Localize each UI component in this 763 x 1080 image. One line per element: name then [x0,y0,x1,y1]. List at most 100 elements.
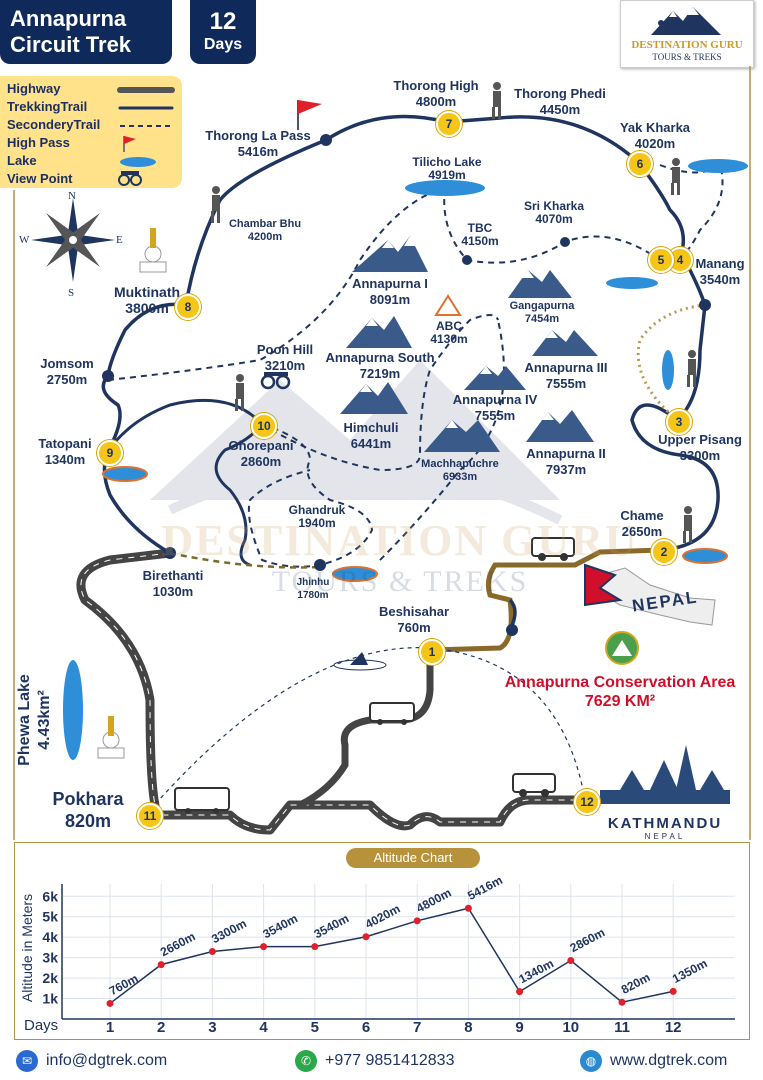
y-tick-label: 6k [42,888,58,904]
footer-website[interactable]: ◍ www.dgtrek.com [580,1050,727,1072]
watermark-mountain-icon [150,360,563,525]
altitude-point [669,987,677,995]
gangapurna-peak-icon [508,270,572,298]
lake-icon [606,277,658,289]
day-badge-12: 12 [574,789,600,815]
x-tick-label: 1 [106,1019,114,1036]
day-badge-11: 11 [137,803,163,829]
x-tick-label: 11 [614,1019,630,1036]
altitude-data-label: 2860m [568,925,608,955]
highway-beshisahar [298,650,434,809]
x-tick-label: 12 [665,1019,682,1036]
footer-phone[interactable]: ✆ +977 9851412833 [295,1050,454,1072]
footer-email[interactable]: ✉ info@dgtrek.com [16,1050,167,1072]
compass-rose-icon [31,198,115,282]
y-tick-label: 2k [42,970,58,986]
x-tick-label: 5 [311,1019,319,1036]
annapurna-south-peak-icon [346,316,412,348]
x-tick-label: 2 [157,1019,165,1036]
binoculars-icon [118,171,142,186]
altitude-point [618,998,626,1006]
legend-icons [117,87,175,186]
title-line-1: Annapurna [10,6,127,31]
altitude-data-label: 760m [107,971,141,998]
day-badge-3: 3 [666,409,692,435]
brand-mountain-icon [651,7,721,35]
trek-map [13,66,751,840]
hiker-icon [683,506,692,543]
compass-west: W [19,234,30,246]
legend-label-trekking: TrekkingTrail [7,99,88,114]
jeep-road [429,547,663,653]
altitude-point [516,988,524,996]
chart-title-pill: Altitude Chart [346,848,480,868]
day-badge-1: 1 [419,639,445,665]
altitude-data-label: 2660m [158,929,198,959]
chart-title: Altitude Chart [373,850,453,865]
ghorepani-trail [106,398,264,567]
day-badge-6: 6 [627,151,653,177]
waypoint-dots [102,134,711,636]
altitude-data-label: 1350m [670,956,710,986]
altitude-data-label: 820m [619,970,653,997]
tilicho-lake-icon [405,180,485,196]
hiker-icon [211,186,220,223]
airplane-icon [333,652,387,671]
watermark-line-1: DESTINATION GURU [161,516,639,565]
phewa-lake-icon [63,660,83,760]
hot-spring-icon [102,466,148,482]
olive-trail [169,551,321,569]
x-tick-label: 10 [562,1019,579,1036]
bus-icon [369,702,415,725]
x-tick-label: 4 [259,1019,268,1036]
altitude-data-label: 4800m [414,886,454,916]
title-line-2: Circuit Trek [10,32,132,57]
globe-icon: ◍ [580,1050,602,1072]
title-box: Annapurna Circuit Trek [0,0,172,64]
olive-trail-2 [636,303,706,422]
hiker-icon [671,158,680,195]
altitude-data-label: 5416m [465,873,505,903]
annapurna-i-peak-icon [352,236,428,272]
conservation-badge-icon [605,631,639,665]
red-flag-icon [123,136,136,152]
altitude-point [208,948,216,955]
days-box: 12 Days [190,0,256,64]
compass-north: N [68,190,76,202]
chart-xlabel: Days [24,1017,59,1034]
hot-spring-icon [682,548,728,564]
altitude-point [362,933,370,941]
altitude-point [464,904,472,912]
day-badge-5: 5 [648,247,674,273]
lake-icon [688,159,748,173]
snow-caps [360,236,558,428]
jeep-icon [531,537,575,561]
day-badge-2: 2 [651,539,677,565]
altitude-data-label: 3300m [209,916,249,946]
legend-label-high-pass: High Pass [7,135,70,150]
nepal-flag-icon [584,563,623,607]
lake-icon [120,157,156,167]
altitude-point [567,957,575,964]
altitude-point [106,999,114,1007]
